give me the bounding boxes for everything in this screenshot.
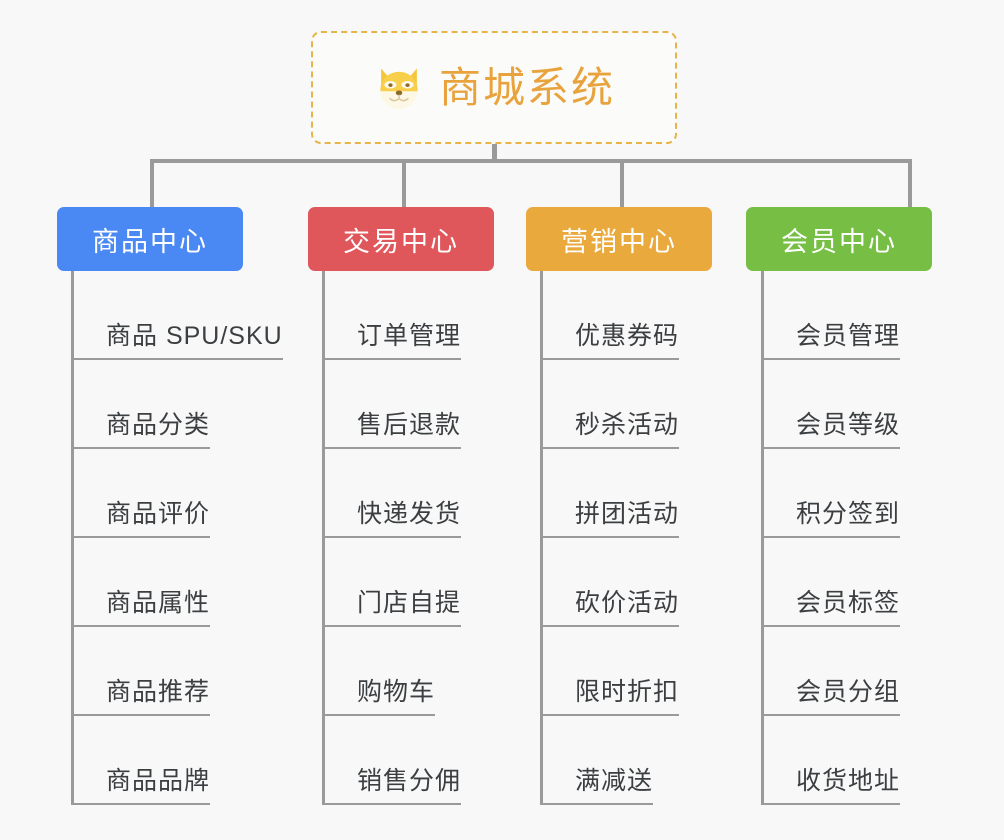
- category-title-0: 商品中心: [92, 226, 208, 257]
- leaf-item[interactable]: 商品属性: [74, 538, 211, 627]
- leaf-label: 拼团活动: [543, 500, 680, 538]
- leaf-item[interactable]: 商品 SPU/SKU: [74, 271, 283, 360]
- leaf-item[interactable]: 会员等级: [764, 360, 901, 449]
- drop-connector-1: [150, 159, 154, 207]
- leaf-item[interactable]: 会员标签: [764, 538, 901, 627]
- leaf-spine-3: [761, 271, 764, 805]
- leaf-label: 砍价活动: [543, 589, 680, 627]
- leaf-label: 商品评价: [74, 500, 211, 538]
- dog-face-icon: [380, 68, 418, 109]
- leaf-label: 商品 SPU/SKU: [74, 322, 283, 360]
- horizontal-bus-connector: [150, 159, 912, 163]
- category-title-3: 会员中心: [781, 226, 897, 257]
- leaf-label: 商品分类: [74, 411, 211, 449]
- leaf-item[interactable]: 会员管理: [764, 271, 901, 360]
- leaf-item[interactable]: 会员分组: [764, 627, 901, 716]
- root-stem-connector: [492, 144, 497, 163]
- leaf-label: 门店自提: [325, 589, 462, 627]
- leaf-spine-1: [322, 271, 325, 805]
- drop-connector-2: [402, 159, 406, 207]
- leaf-label: 满减送: [543, 767, 654, 805]
- category-title-2: 营销中心: [561, 226, 677, 257]
- leaf-item[interactable]: 销售分佣: [325, 716, 462, 805]
- leaf-item[interactable]: 限时折扣: [543, 627, 680, 716]
- leaf-item[interactable]: 优惠券码: [543, 271, 680, 360]
- leaf-label: 商品推荐: [74, 678, 211, 716]
- leaf-label: 售后退款: [325, 411, 462, 449]
- leaf-item[interactable]: 收货地址: [764, 716, 901, 805]
- leaf-label: 会员管理: [764, 322, 901, 360]
- leaf-item[interactable]: 商品推荐: [74, 627, 211, 716]
- leaf-item[interactable]: 满减送: [543, 716, 654, 805]
- leaf-label: 订单管理: [325, 322, 462, 360]
- leaf-item[interactable]: 商品评价: [74, 449, 211, 538]
- leaf-item[interactable]: 售后退款: [325, 360, 462, 449]
- root-title: 商城系统: [438, 63, 615, 111]
- leaf-label: 会员等级: [764, 411, 901, 449]
- leaf-item[interactable]: 砍价活动: [543, 538, 680, 627]
- leaf-label: 会员标签: [764, 589, 901, 627]
- leaf-item[interactable]: 快递发货: [325, 449, 462, 538]
- leaf-item[interactable]: 积分签到: [764, 449, 901, 538]
- leaf-label: 秒杀活动: [543, 411, 680, 449]
- leaf-label: 积分签到: [764, 500, 901, 538]
- category-title-1: 交易中心: [343, 226, 459, 257]
- leaf-item[interactable]: 秒杀活动: [543, 360, 680, 449]
- leaf-label: 销售分佣: [325, 767, 462, 805]
- category-box-3[interactable]: 会员中心: [746, 207, 932, 271]
- drop-connector-4: [908, 159, 912, 207]
- leaf-spine-0: [71, 271, 74, 805]
- category-box-1[interactable]: 交易中心: [308, 207, 494, 271]
- leaf-label: 购物车: [325, 678, 436, 716]
- leaf-item[interactable]: 商品分类: [74, 360, 211, 449]
- leaf-label: 优惠券码: [543, 322, 680, 360]
- leaf-item[interactable]: 门店自提: [325, 538, 462, 627]
- root-node[interactable]: 商城系统: [311, 31, 677, 144]
- leaf-item[interactable]: 订单管理: [325, 271, 462, 360]
- leaf-item[interactable]: 拼团活动: [543, 449, 680, 538]
- leaf-label: 收货地址: [764, 767, 901, 805]
- leaf-label: 快递发货: [325, 500, 462, 538]
- leaf-label: 商品属性: [74, 589, 211, 627]
- leaf-item[interactable]: 购物车: [325, 627, 436, 716]
- leaf-label: 限时折扣: [543, 678, 680, 716]
- leaf-spine-2: [540, 271, 543, 805]
- drop-connector-3: [620, 159, 624, 207]
- leaf-label: 商品品牌: [74, 767, 211, 805]
- leaf-item[interactable]: 商品品牌: [74, 716, 211, 805]
- leaf-label: 会员分组: [764, 678, 901, 716]
- category-box-0[interactable]: 商品中心: [57, 207, 243, 271]
- category-box-2[interactable]: 营销中心: [526, 207, 712, 271]
